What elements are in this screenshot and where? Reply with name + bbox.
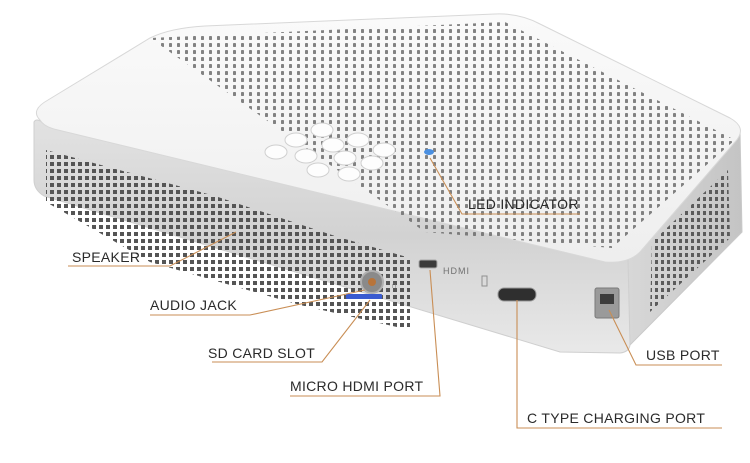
battery-icon (481, 275, 488, 287)
label-led-indicator: LED INDICATOR (468, 196, 579, 212)
usb-port-side (594, 287, 620, 319)
leader-line-micro-hdmi (290, 269, 441, 397)
micro-hdmi-port-slot[interactable] (418, 259, 438, 269)
usb-port-tongue (600, 294, 614, 304)
hdmi-port-marking: HDMI (443, 266, 470, 276)
keypad-button[interactable] (360, 155, 384, 171)
label-micro-hdmi-port: MICRO HDMI PORT (290, 378, 423, 394)
keypad-button[interactable] (264, 144, 288, 160)
callout-labels: LED INDICATOR SPEAKER AUDIO JACK SD CARD… (72, 196, 720, 426)
keypad-button[interactable] (294, 148, 318, 164)
keypad-button[interactable] (306, 162, 330, 178)
leader-line-usb (608, 309, 722, 366)
label-sd-card-slot: SD CARD SLOT (208, 345, 315, 361)
keypad (264, 122, 396, 182)
label-c-type-charging-port: C TYPE CHARGING PORT (527, 410, 705, 426)
leader-line-sd-card (212, 299, 371, 363)
leader-line-audio-jack (150, 289, 366, 316)
keypad-button[interactable] (284, 132, 308, 148)
leader-line-usb-c (516, 300, 722, 429)
label-speaker: SPEAKER (72, 249, 140, 265)
leader-line-led (429, 157, 580, 215)
led-light (424, 149, 434, 155)
keypad-button[interactable] (346, 132, 370, 148)
audio-jack-hole (368, 278, 376, 286)
leader-lines (68, 157, 722, 429)
keypad-button[interactable] (333, 150, 357, 166)
label-usb-port: USB PORT (646, 347, 720, 363)
projector-device: ∩ HDMI (33, 13, 743, 354)
sd-card[interactable] (346, 294, 382, 299)
usb-c-port-slot[interactable] (497, 287, 537, 302)
front-ports: ∩ HDMI (346, 259, 537, 302)
leader-line-speaker (68, 231, 237, 267)
keypad-button[interactable] (372, 142, 396, 158)
keypad-button[interactable] (310, 122, 334, 138)
keypad-button[interactable] (321, 137, 345, 153)
label-audio-jack: AUDIO JACK (150, 297, 237, 313)
headphone-icon: ∩ (391, 280, 398, 290)
keypad-button[interactable] (337, 166, 361, 182)
